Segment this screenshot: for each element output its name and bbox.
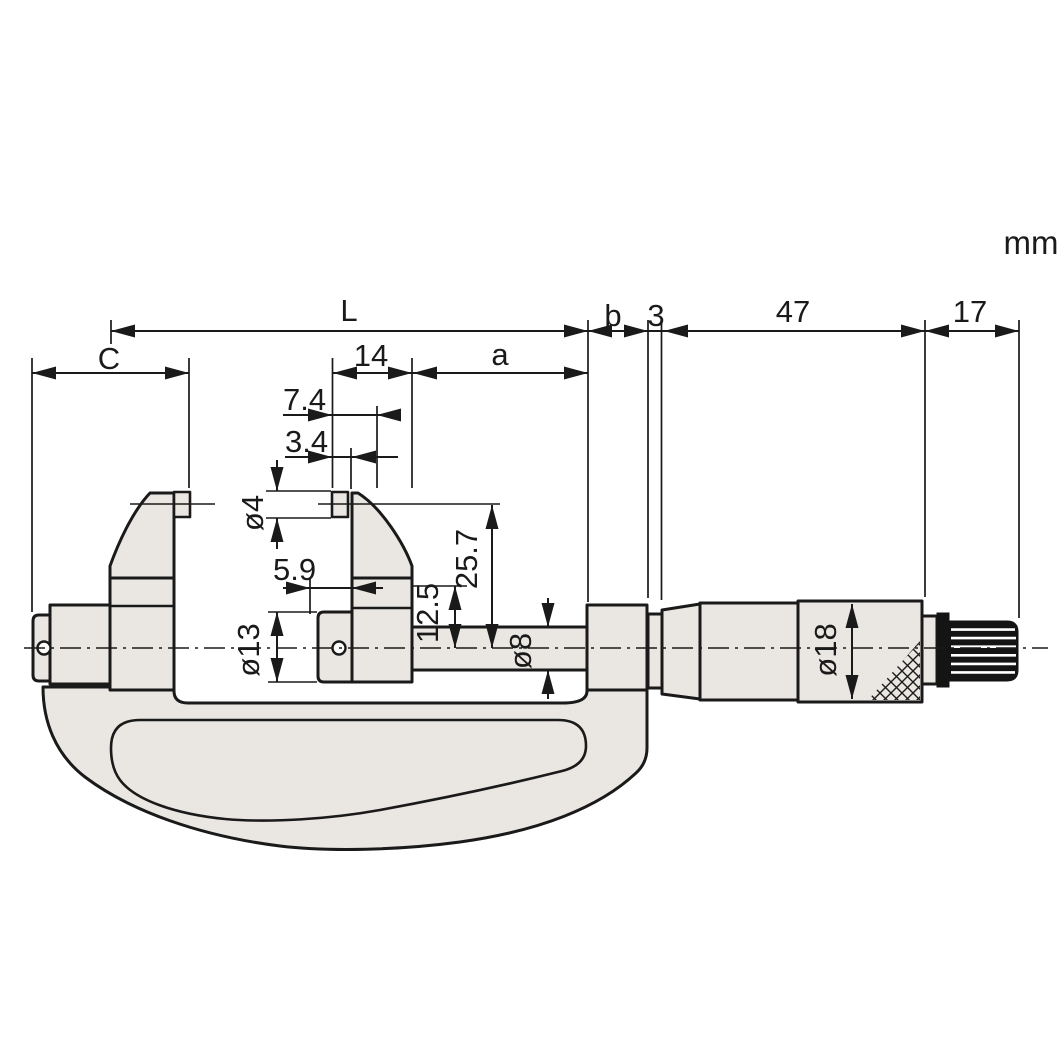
dim-label-b: b <box>604 298 621 333</box>
dim-label-3-4: 3.4 <box>285 424 328 459</box>
ratchet-knob <box>948 620 1019 682</box>
dim-label-47: 47 <box>776 294 810 329</box>
right-jaw <box>350 491 414 580</box>
thimble-knurl <box>868 641 920 700</box>
dim-label-3: 3 <box>647 298 664 333</box>
dim-label-12-5: 12.5 <box>410 583 445 643</box>
dim-label-7-4: 7.4 <box>283 382 326 417</box>
dim-label-C: C <box>98 341 120 376</box>
dim-label-dia8: ø8 <box>503 633 538 669</box>
sleeve-barrel <box>698 601 800 702</box>
dim-label-5-9: 5.9 <box>273 552 316 587</box>
anvil-block <box>48 603 112 686</box>
dim-label-dia18: ø18 <box>808 623 843 676</box>
dim-label-dia13: ø13 <box>231 623 266 676</box>
sleeve-cone <box>660 602 702 701</box>
dimension-lines <box>32 324 1019 699</box>
frame <box>41 685 649 851</box>
ratchet-collar <box>936 612 950 688</box>
frame-upright <box>108 576 176 692</box>
dim-label-17: 17 <box>953 294 987 329</box>
dim-label-a: a <box>491 337 509 372</box>
ratchet-step <box>920 614 939 686</box>
micrometer-body <box>31 490 1019 851</box>
left-jaw <box>108 491 176 580</box>
spindle-block <box>350 576 414 684</box>
unit-label: mm <box>1004 224 1059 261</box>
dim-label-25-7: 25.7 <box>449 529 484 589</box>
extension-lines <box>31 320 1020 683</box>
frame-cutout <box>109 718 588 822</box>
dim-label-L: L <box>340 293 357 328</box>
dimension-labels: mm L b 3 47 17 C 14 a 7.4 3.4 5.9 ø4 ø13… <box>98 224 1059 677</box>
dim-label-14: 14 <box>354 338 388 373</box>
sleeve-neck <box>646 612 664 690</box>
dim-label-dia4: ø4 <box>235 495 270 531</box>
ratchet-knob-flutes <box>951 628 1016 674</box>
